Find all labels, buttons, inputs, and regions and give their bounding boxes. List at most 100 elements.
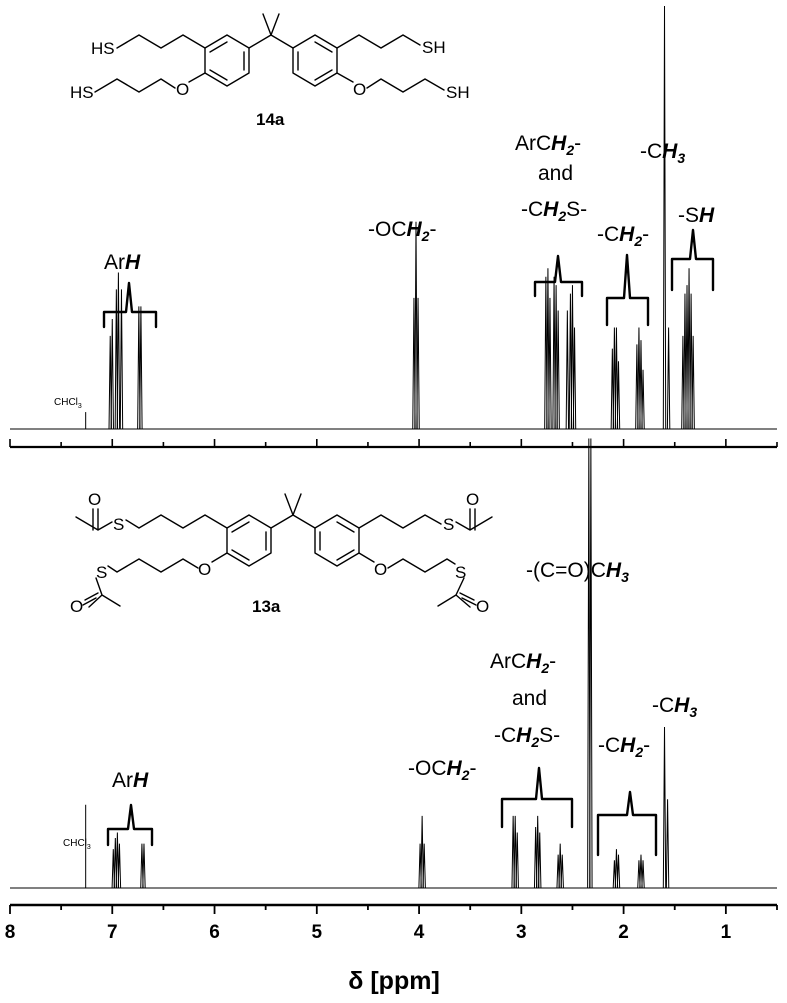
x-tick-label: 4 [414, 922, 425, 943]
spectrum-peak [558, 843, 562, 889]
spectrum-peak [115, 832, 120, 889]
atom-o-1: O [88, 490, 101, 509]
spectrum-13a [10, 438, 777, 889]
chain-left-lower [94, 72, 206, 93]
label-ch2s-bottom: -CH2S- [494, 724, 560, 750]
atom-sh-2: SH [446, 83, 470, 102]
chain-right-upper [336, 34, 421, 49]
label-ch3-bottom: -CH3 [652, 694, 697, 720]
separator-axis [9, 439, 778, 449]
label-ch2s-top: -CH2S- [521, 198, 587, 224]
spectrum-peak [416, 297, 420, 430]
ring-left-b-inner [231, 521, 267, 561]
spectrum-peak [565, 310, 570, 430]
chain-right-upper-b [358, 508, 493, 531]
structure-14a: HS HS O SH O SH 14a [70, 13, 470, 129]
label-ch2-bottom: -CH2- [598, 734, 650, 760]
spectrum-peak [119, 289, 124, 430]
atom-s-3: S [443, 515, 454, 534]
spectrum-peak [614, 327, 619, 430]
spectrum-peak [422, 843, 426, 889]
spectrum-peak [546, 268, 550, 430]
compound-label-13a: 13a [252, 597, 281, 616]
label-coch3-bottom: -(C=O)CH3 [526, 559, 629, 585]
brace-arch2-top [533, 254, 584, 298]
spectrum-peak [641, 369, 645, 430]
spectrum-peak [515, 832, 519, 889]
x-tick-label: 1 [721, 922, 732, 943]
spectrum-peak [560, 854, 564, 889]
solvent-label-top: CHCl3 [54, 397, 82, 410]
label-arch2-bottom: ArCH2- [490, 650, 556, 676]
spectrum-peak [665, 799, 670, 889]
atom-o-right-b: O [374, 560, 387, 579]
spectrum-peak [639, 854, 643, 889]
atom-o-2: O [70, 597, 83, 616]
solvent-label-bottom: CHCl3 [63, 838, 91, 851]
spectrum-peak [538, 832, 542, 889]
carbonyl-right-lower [459, 592, 477, 606]
spectrum-peak [142, 843, 146, 889]
spectrum-peak [687, 268, 691, 430]
atom-o-3: O [466, 490, 479, 509]
compound-label-14a: 14a [256, 110, 285, 129]
spectrum-peak [689, 293, 693, 430]
brace-arch2-bottom [500, 766, 574, 829]
label-sh-top: -SH [678, 204, 715, 227]
ring-right-inner [297, 41, 333, 81]
brace-ch2-top [605, 253, 650, 327]
brace-arh-bottom [106, 803, 154, 847]
chain-right-lower-b [358, 552, 471, 608]
spectrum-peak [641, 860, 645, 889]
spectrum-peak [117, 843, 122, 889]
atom-s-2: S [96, 563, 107, 582]
atom-hs-1: HS [91, 39, 115, 58]
label-and-bottom: and [512, 687, 547, 710]
x-tick-label: 8 [5, 922, 16, 943]
spectrum-peak [572, 327, 577, 430]
quaternary-carbon [248, 13, 294, 49]
spectrum-peak [614, 849, 619, 889]
annotations-13a: ArH -OCH2- -(C=O)CH3 ArCH2- and -CH2S- -… [106, 559, 697, 857]
spectrum-peak [414, 221, 418, 430]
label-arh-top: ArH [104, 251, 141, 274]
atom-hs-2: HS [70, 83, 94, 102]
spectrum-peak [554, 285, 558, 430]
spectrum-peak [691, 335, 695, 430]
spectrum-peak [666, 327, 671, 430]
atom-o-4: O [476, 597, 489, 616]
label-arh-bottom: ArH [112, 769, 149, 792]
spectrum-peak [110, 319, 114, 430]
label-and-top: and [538, 162, 573, 185]
spectrum-peak [662, 727, 667, 889]
atom-s-4: S [455, 563, 466, 582]
spectrum-peak [420, 815, 424, 889]
chain-left-upper [116, 34, 206, 49]
spectrum-peak [116, 272, 121, 430]
atom-s-1: S [113, 515, 124, 534]
brace-sh-top [670, 228, 715, 292]
label-ch3-top: -CH3 [640, 140, 685, 166]
carbonyl-left-lower [82, 592, 99, 606]
quaternary-carbon-b [270, 493, 316, 529]
spectrum-peak [616, 854, 621, 889]
ring-left-inner [209, 41, 245, 81]
chain-right-lower [336, 72, 445, 93]
spectrum-peak [556, 310, 560, 430]
spectrum-peak [616, 361, 621, 430]
x-tick-label: 5 [312, 922, 323, 943]
ring-right-b-inner [319, 521, 355, 561]
brace-ch2-bottom [596, 790, 658, 857]
label-arch2-top: ArCH2- [515, 132, 581, 158]
atom-o-left: O [176, 80, 189, 99]
x-tick-label: 2 [618, 922, 629, 943]
spectrum-peak [662, 5, 667, 430]
spectrum-peak [139, 306, 143, 430]
atom-sh-1: SH [422, 38, 446, 57]
spectrum-peak [570, 285, 575, 430]
chain-left-upper-b [75, 508, 228, 531]
spectrum-peak [637, 327, 641, 430]
spectrum-peak [589, 438, 593, 889]
